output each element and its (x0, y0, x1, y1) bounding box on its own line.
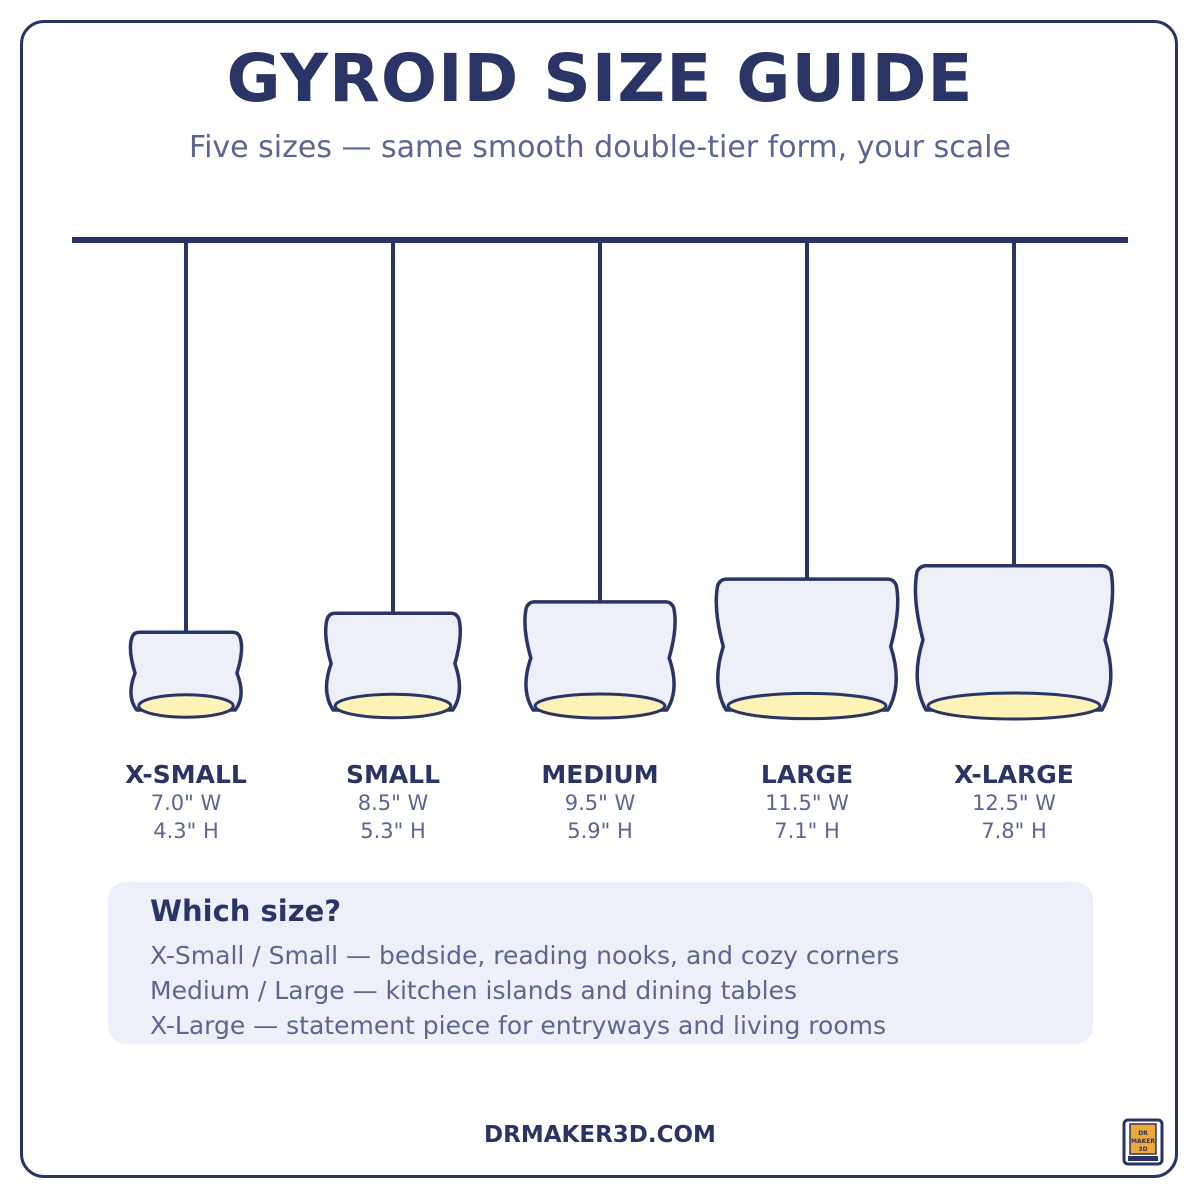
drmaker-logo-icon: DR MAKER 3D (1122, 1118, 1164, 1166)
size-height: 4.3" H (153, 819, 219, 843)
guide-line-medium: Medium / Large — kitchen islands and din… (150, 976, 798, 1005)
glow-medium (533, 692, 667, 720)
guide-title: Which size? (150, 894, 342, 928)
shade-xsmall (128, 630, 244, 712)
glow-large (726, 691, 888, 721)
size-guide-panel (108, 882, 1093, 1044)
size-label-xlarge: X-LARGE 12.5" W 7.8" H (904, 760, 1124, 845)
size-label-large: LARGE 11.5" W 7.1" H (697, 760, 917, 845)
size-width: 7.0" W (150, 791, 222, 815)
guide-line-small: X-Small / Small — bedside, reading nooks… (150, 941, 900, 970)
size-height: 5.3" H (360, 819, 426, 843)
glow-xlarge (926, 691, 1102, 721)
size-label-small: SMALL 8.5" W 5.3" H (283, 760, 503, 845)
pendant-diagram (72, 237, 1128, 721)
size-width: 12.5" W (972, 791, 1056, 815)
size-name: LARGE (760, 760, 854, 789)
lamp-group (128, 242, 1115, 721)
svg-text:MAKER: MAKER (1131, 1138, 1155, 1145)
size-name: MEDIUM (541, 760, 659, 789)
size-name: X-LARGE (954, 760, 1074, 789)
size-name: X-SMALL (125, 760, 247, 789)
shade-small (323, 611, 463, 712)
size-width: 11.5" W (765, 791, 849, 815)
shade-xlarge (913, 564, 1115, 712)
page-title: GYROID SIZE GUIDE (226, 40, 974, 117)
shade-medium (523, 600, 677, 712)
size-name: SMALL (345, 760, 441, 789)
size-height: 7.8" H (981, 819, 1047, 843)
glow-small (333, 692, 453, 720)
size-width: 9.5" W (564, 791, 636, 815)
size-label-medium: MEDIUM 9.5" W 5.9" H (490, 760, 710, 845)
footer-website[interactable]: DRMAKER3D.COM (484, 1122, 716, 1148)
svg-text:DR: DR (1138, 1130, 1148, 1137)
svg-text:3D: 3D (1138, 1146, 1147, 1153)
shade-large (714, 577, 900, 712)
size-height: 7.1" H (774, 819, 840, 843)
guide-line-xlarge: X-Large — statement piece for entryways … (150, 1011, 886, 1040)
glow-xsmall (137, 693, 235, 719)
size-height: 5.9" H (567, 819, 633, 843)
size-label-xsmall: X-SMALL 7.0" W 4.3" H (76, 760, 296, 845)
page-subtitle: Five sizes — same smooth double-tier for… (189, 130, 1011, 165)
size-width: 8.5" W (357, 791, 429, 815)
